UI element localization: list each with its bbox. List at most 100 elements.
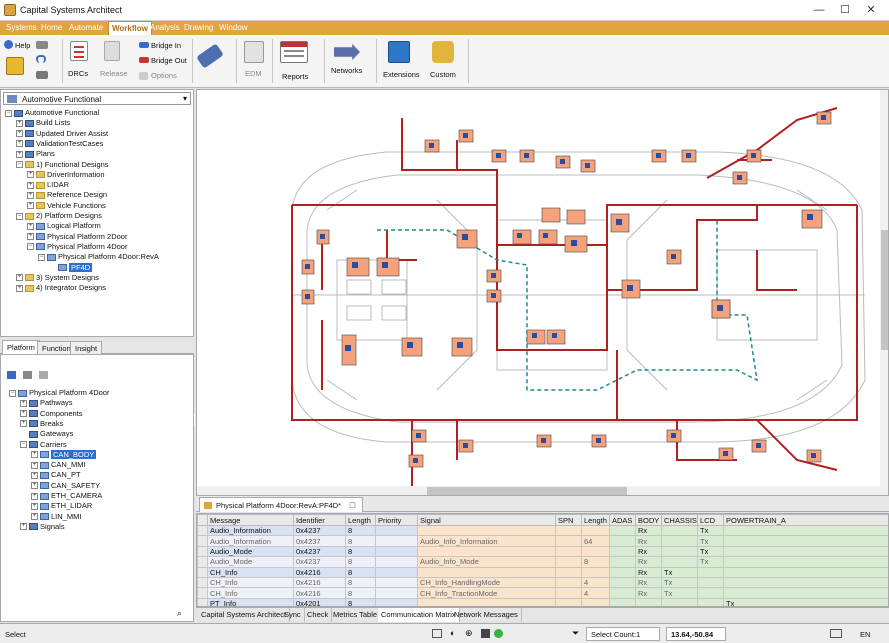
bridge-out-button[interactable]: Bridge Out [151, 56, 187, 65]
table-cell[interactable] [697, 576, 724, 589]
diagram-canvas[interactable] [196, 89, 889, 496]
table-cell[interactable] [555, 597, 582, 606]
collapse-icon[interactable]: − [9, 389, 16, 397]
doc-tab-pf4d[interactable]: Physical Platform 4Door:RevA:PF4D* ☐ [199, 497, 363, 512]
column-header[interactable]: Priority [375, 514, 418, 526]
expand-icon[interactable]: + [20, 410, 27, 418]
ecu-components[interactable] [301, 111, 832, 468]
tab-insight[interactable]: Insight [70, 341, 103, 354]
table-cell[interactable] [555, 566, 582, 578]
expand-icon[interactable]: + [31, 461, 38, 469]
horizontal-scroll-thumb[interactable] [427, 487, 627, 496]
table-cell[interactable] [555, 535, 582, 547]
table-cell[interactable]: Tx [697, 535, 724, 547]
search-icon[interactable]: ⌕ [177, 608, 183, 618]
expand-icon[interactable]: + [16, 119, 23, 127]
column-header[interactable]: Length [581, 514, 610, 526]
table-cell[interactable]: 0x4237 [293, 545, 346, 558]
drcs-button[interactable]: DRCs [68, 69, 88, 78]
tree-node[interactable]: +DriverInformation [27, 170, 105, 180]
close-button[interactable]: ✕ [866, 4, 876, 16]
table-cell[interactable]: Rx [635, 524, 662, 537]
table-cell[interactable] [581, 566, 610, 578]
table-cell[interactable]: Tx [661, 576, 698, 589]
expand-icon[interactable]: + [20, 399, 27, 407]
tab-network-messages[interactable]: Network Messages [451, 608, 522, 622]
table-cell[interactable] [375, 587, 418, 599]
table-cell[interactable] [697, 587, 724, 599]
table-cell[interactable]: 0x4216 [293, 587, 346, 599]
table-cell[interactable] [375, 597, 418, 606]
tab-sync[interactable]: Sync [281, 608, 305, 622]
table-cell[interactable] [661, 535, 698, 547]
table-cell[interactable]: 0x4237 [293, 556, 346, 568]
table-cell[interactable]: Rx [635, 566, 662, 578]
table-cell[interactable]: 8 [345, 597, 376, 606]
expand-icon[interactable]: + [27, 202, 34, 210]
expand-icon[interactable]: + [20, 420, 27, 428]
table-cell[interactable] [723, 535, 888, 547]
menu-analysis[interactable]: Analysis [150, 23, 180, 32]
column-header[interactable]: Signal [417, 514, 556, 526]
tree-node[interactable]: −Physical Platform 4Door [9, 388, 109, 398]
tab-platform[interactable]: Platform [2, 340, 40, 354]
reports-button[interactable]: Reports [282, 72, 309, 81]
tab-capital-systems-architect[interactable]: Capital Systems Architect [198, 608, 291, 622]
edm-button[interactable]: EDM [245, 69, 262, 78]
collapse-icon[interactable]: − [20, 441, 27, 449]
table-cell[interactable] [609, 535, 636, 547]
table-cell[interactable] [375, 576, 418, 589]
table-cell[interactable] [723, 566, 888, 578]
table-cell[interactable]: Tx [723, 597, 888, 606]
table-cell[interactable] [609, 545, 636, 558]
collapse-icon[interactable]: − [16, 212, 23, 220]
expand-icon[interactable]: + [16, 274, 23, 282]
expand-icon[interactable]: + [16, 130, 23, 138]
row-header[interactable] [197, 597, 208, 606]
table-cell[interactable] [417, 597, 556, 606]
tree-node[interactable]: +CAN_BODY [31, 449, 97, 460]
tree-node[interactable]: +Updated Driver Assist [16, 129, 108, 139]
table-cell[interactable] [555, 587, 582, 599]
tree-node[interactable]: +Logical Platform [27, 221, 101, 231]
tree-node[interactable]: Gateways [20, 429, 73, 439]
table-cell[interactable] [417, 545, 556, 558]
row-header[interactable] [197, 556, 208, 568]
collapse-icon[interactable]: − [5, 109, 12, 117]
table-cell[interactable]: 8 [345, 524, 376, 537]
tree-node[interactable]: +Plans [16, 149, 55, 159]
bridge-in-button[interactable]: Bridge In [151, 41, 182, 50]
table-cell[interactable]: 4 [581, 576, 610, 589]
table-cell[interactable]: Tx [661, 587, 698, 599]
tree-node[interactable]: −1) Functional Designs [16, 160, 109, 170]
menu-workflow[interactable]: Workflow [108, 21, 152, 35]
table-cell[interactable]: 8 [345, 545, 376, 558]
row-header[interactable] [197, 535, 208, 547]
column-header[interactable]: BODY [635, 514, 662, 526]
tree-node[interactable]: −Automotive Functional [5, 108, 99, 118]
table-cell[interactable] [697, 597, 724, 606]
list-icon[interactable] [36, 71, 48, 79]
close-icon[interactable]: ☐ [349, 501, 356, 510]
tree-node[interactable]: +Reference Design [27, 190, 107, 200]
expand-icon[interactable]: + [16, 140, 23, 148]
table-cell[interactable] [661, 545, 698, 558]
table-cell[interactable] [723, 587, 888, 599]
tree-node[interactable]: +Pathways [20, 398, 73, 408]
tree-node[interactable]: +Signals [20, 522, 65, 532]
project-combo[interactable]: Automotive Functional ▾ [3, 92, 191, 105]
menu-automate[interactable]: Automate [69, 23, 104, 32]
options-button[interactable]: Options [151, 71, 177, 80]
tree-node[interactable]: +Components [20, 409, 83, 419]
table-cell[interactable] [723, 576, 888, 589]
networks-button[interactable]: Networks [331, 66, 363, 75]
table-cell[interactable] [609, 524, 636, 537]
collapse-icon[interactable]: − [16, 161, 23, 169]
tree-node[interactable]: +LIN_MMI [31, 512, 81, 522]
download-icon[interactable] [6, 57, 24, 75]
table-cell[interactable] [581, 597, 610, 606]
table-cell[interactable]: CH_Info [207, 587, 294, 599]
